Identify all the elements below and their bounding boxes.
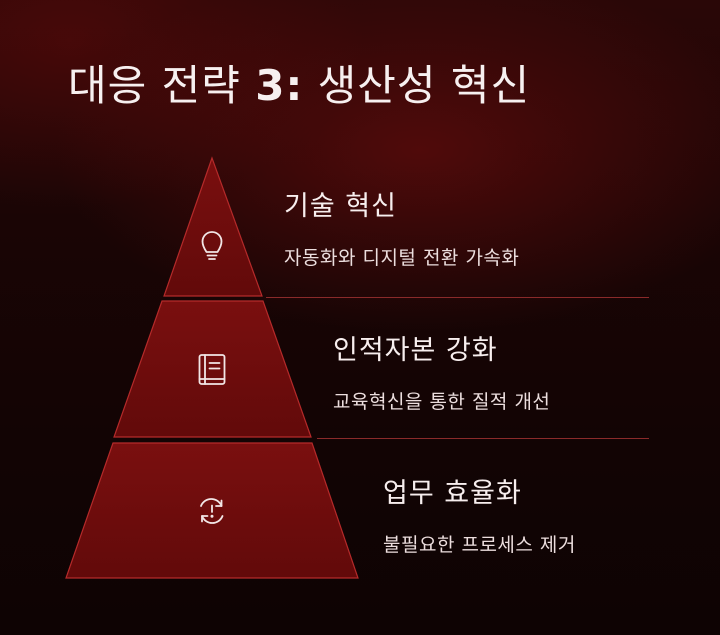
book-icon bbox=[198, 354, 226, 385]
title-number: 3: bbox=[255, 61, 304, 110]
title-prefix: 대응 전략 bbox=[68, 61, 256, 110]
tier-2-description: 교육혁신을 통한 질적 개선 bbox=[333, 391, 551, 413]
refresh-alert-icon bbox=[200, 498, 224, 524]
tier-2-heading: 인적자본 강화 bbox=[333, 335, 498, 366]
tier-divider-2 bbox=[317, 438, 649, 439]
tier-3-heading: 업무 효율화 bbox=[383, 478, 522, 509]
tier-1-description: 자동화와 디지털 전환 가속화 bbox=[284, 247, 520, 269]
tier-3-text: 업무 효율화 불필요한 프로세스 제거 bbox=[383, 471, 576, 557]
page-title: 대응 전략 3: 생산성 혁신 bbox=[68, 52, 530, 113]
pyramid-tier-top bbox=[163, 156, 263, 297]
lightbulb-icon bbox=[201, 231, 223, 260]
tier-1-text: 기술 혁신 자동화와 디지털 전환 가속화 bbox=[284, 184, 519, 270]
tier-3-description: 불필요한 프로세스 제거 bbox=[383, 534, 576, 556]
tier-2-text: 인적자본 강화 교육혁신을 통한 질적 개선 bbox=[333, 328, 550, 414]
tier-divider-1 bbox=[266, 297, 649, 298]
tier-1-heading: 기술 혁신 bbox=[284, 191, 397, 222]
title-suffix: 생산성 혁신 bbox=[303, 61, 531, 110]
